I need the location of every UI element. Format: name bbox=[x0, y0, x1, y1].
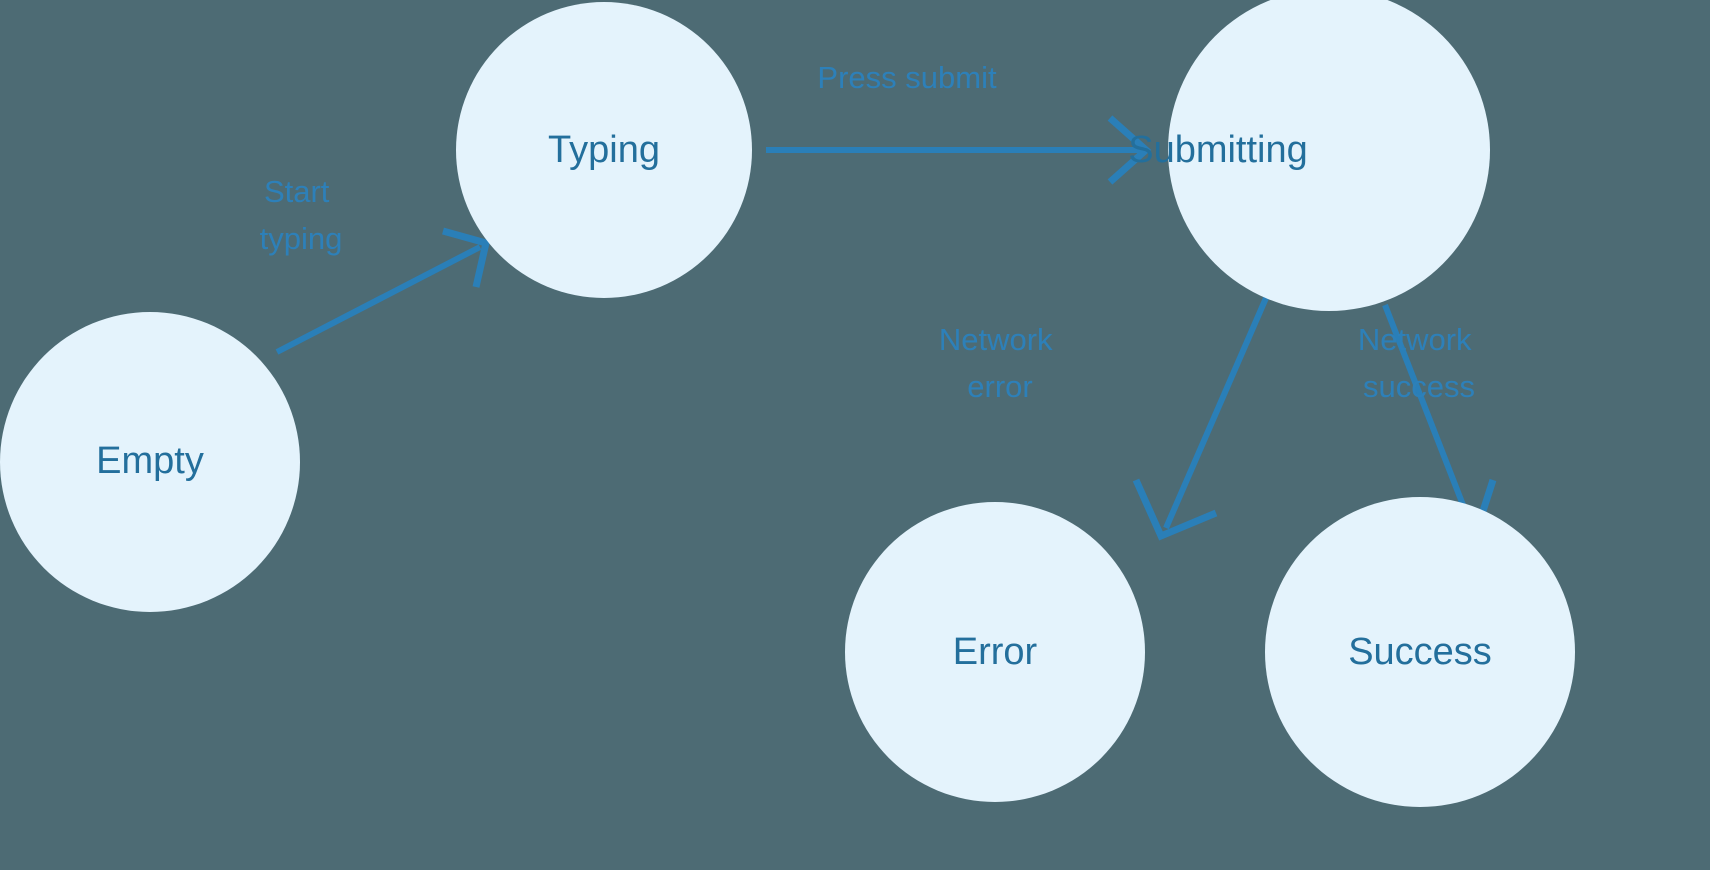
edge-label-line: success bbox=[1363, 369, 1475, 404]
node-submitting[interactable]: Submitting bbox=[1128, 0, 1490, 311]
node-error-circle[interactable] bbox=[845, 502, 1145, 802]
node-empty-label: Empty bbox=[96, 440, 204, 482]
edge-label-network-error: Network error bbox=[939, 322, 1061, 404]
node-typing[interactable]: Typing bbox=[456, 2, 752, 298]
node-success-label: Success bbox=[1348, 631, 1492, 673]
edge-label-line: Press submit bbox=[817, 60, 997, 95]
edge-empty-to-typing-line bbox=[275, 244, 482, 355]
node-error[interactable]: Error bbox=[845, 502, 1145, 802]
node-submitting-circle[interactable] bbox=[1168, 0, 1490, 311]
edge-empty-to-typing-arrowhead bbox=[442, 227, 491, 288]
node-empty[interactable]: Empty bbox=[0, 312, 300, 612]
edge-empty-to-typing: Start typing bbox=[260, 174, 491, 355]
node-typing-circle[interactable] bbox=[456, 2, 752, 298]
edge-label-press-submit: Press submit bbox=[817, 60, 997, 95]
edge-label-line: Network bbox=[939, 322, 1053, 357]
node-success[interactable]: Success bbox=[1265, 497, 1575, 807]
edge-typing-to-submitting-arrowhead bbox=[1107, 115, 1152, 185]
edge-typing-to-submitting: Press submit bbox=[766, 60, 1152, 185]
edge-submitting-to-error-arrowhead bbox=[1132, 478, 1218, 541]
node-error-label: Error bbox=[953, 631, 1038, 673]
edge-label-start-typing: Start typing bbox=[260, 174, 343, 256]
edge-label-line: error bbox=[967, 369, 1032, 404]
edge-submitting-to-success-line bbox=[1382, 303, 1475, 530]
node-submitting-label: Submitting bbox=[1128, 129, 1308, 171]
edge-label-line: Start bbox=[264, 174, 330, 209]
node-success-circle[interactable] bbox=[1265, 497, 1575, 807]
edge-label-network-success: Network success bbox=[1358, 322, 1480, 404]
edge-label-line: Network bbox=[1358, 322, 1472, 357]
edge-submitting-to-error: Network error bbox=[939, 296, 1269, 541]
edge-label-line: typing bbox=[260, 221, 343, 256]
node-typing-label: Typing bbox=[548, 129, 660, 171]
node-empty-circle[interactable] bbox=[0, 312, 300, 612]
edge-submitting-to-error-line bbox=[1163, 296, 1269, 530]
